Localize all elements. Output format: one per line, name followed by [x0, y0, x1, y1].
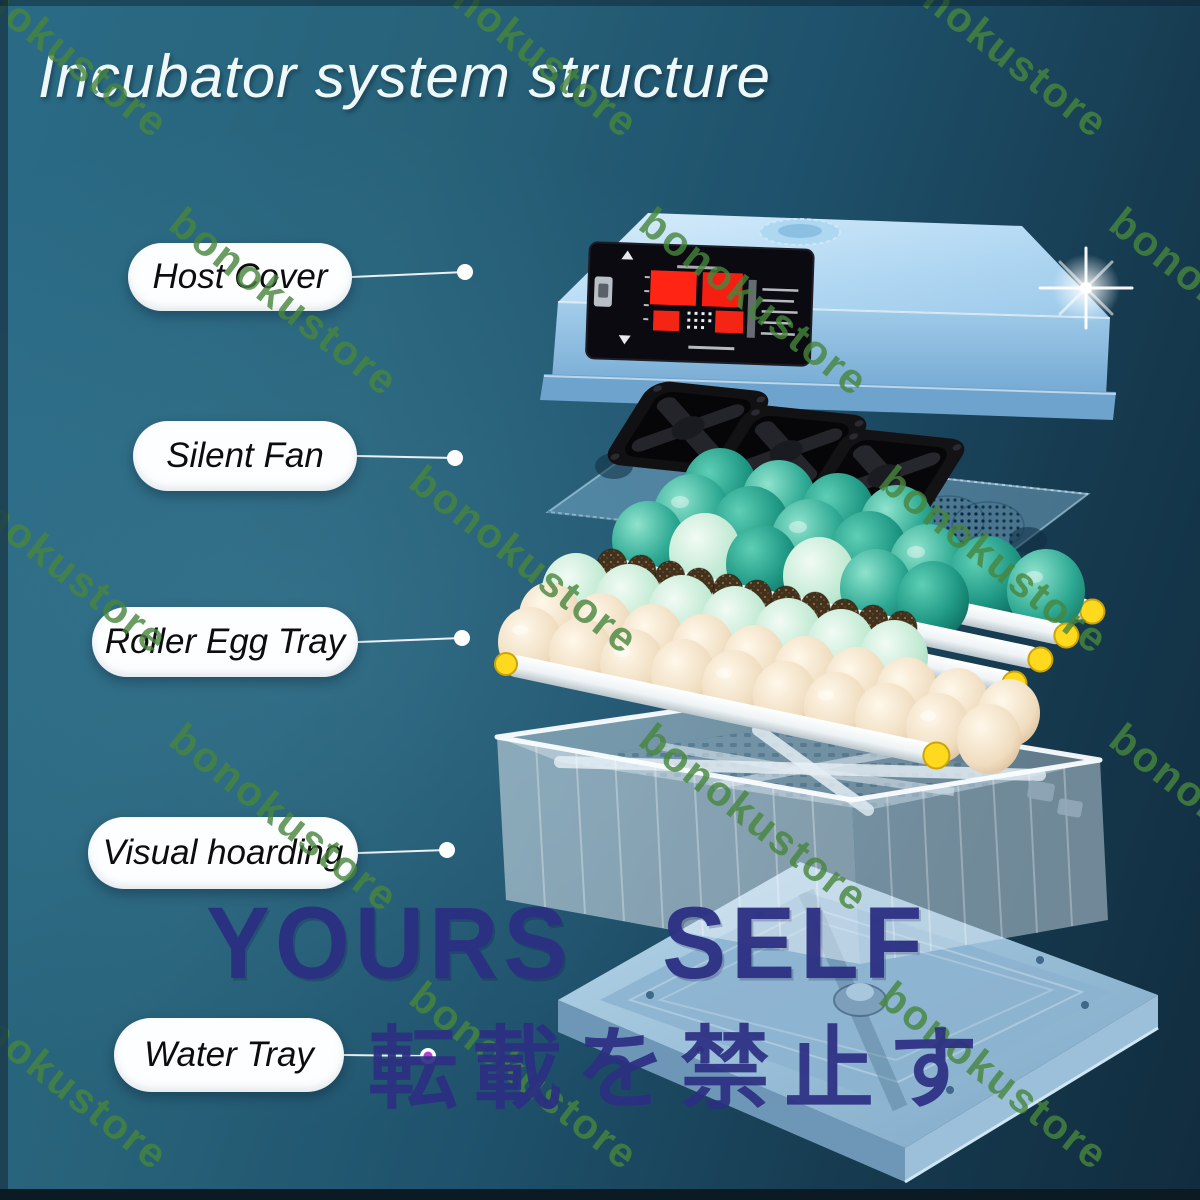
leader-line [356, 455, 456, 459]
leader-lines [343, 271, 466, 1057]
watermark-yours-self: YOURS SELF [206, 887, 928, 1001]
vent-cap [759, 218, 841, 246]
visual-hoarding-graphic [494, 698, 1108, 964]
left-edge-strip [0, 0, 8, 1200]
part-label: Silent Fan [166, 436, 324, 475]
part-label: Host Cover [152, 257, 328, 296]
label-pill-silent-fan: Silent Fan [133, 421, 357, 491]
part-label: Roller Egg Tray [104, 622, 346, 661]
top-edge-strip [0, 0, 1200, 6]
control-panel [585, 241, 815, 367]
pointer-dots [420, 264, 473, 1064]
leader-line [343, 1054, 429, 1057]
host-cover-graphic [540, 213, 1134, 420]
label-pill-visual-hoarding: Visual hoarding [88, 817, 358, 889]
pointer-dot [439, 842, 455, 858]
leader-line [351, 271, 466, 278]
led-display [649, 270, 744, 334]
pointer-dot [454, 630, 470, 646]
pointer-dot-purple [423, 1051, 433, 1061]
watermark-japanese-notice: 転載を禁止す [368, 1016, 992, 1122]
sparkle-highlight [1038, 246, 1134, 330]
roller-egg-tray-graphic [494, 448, 1106, 774]
part-label: Visual hoarding [102, 833, 344, 872]
pointer-dot [447, 450, 463, 466]
pointer-dot [457, 264, 473, 280]
leader-line [357, 637, 463, 643]
label-pill-host-cover: Host Cover [128, 243, 352, 311]
label-pill-roller-egg-tray: Roller Egg Tray [92, 607, 358, 677]
bottom-edge-strip [0, 1189, 1200, 1200]
label-pill-water-tray: Water Tray [114, 1018, 344, 1092]
leader-line [357, 849, 448, 854]
part-label: Water Tray [144, 1035, 314, 1074]
page-title: Incubator system structure [38, 43, 771, 110]
